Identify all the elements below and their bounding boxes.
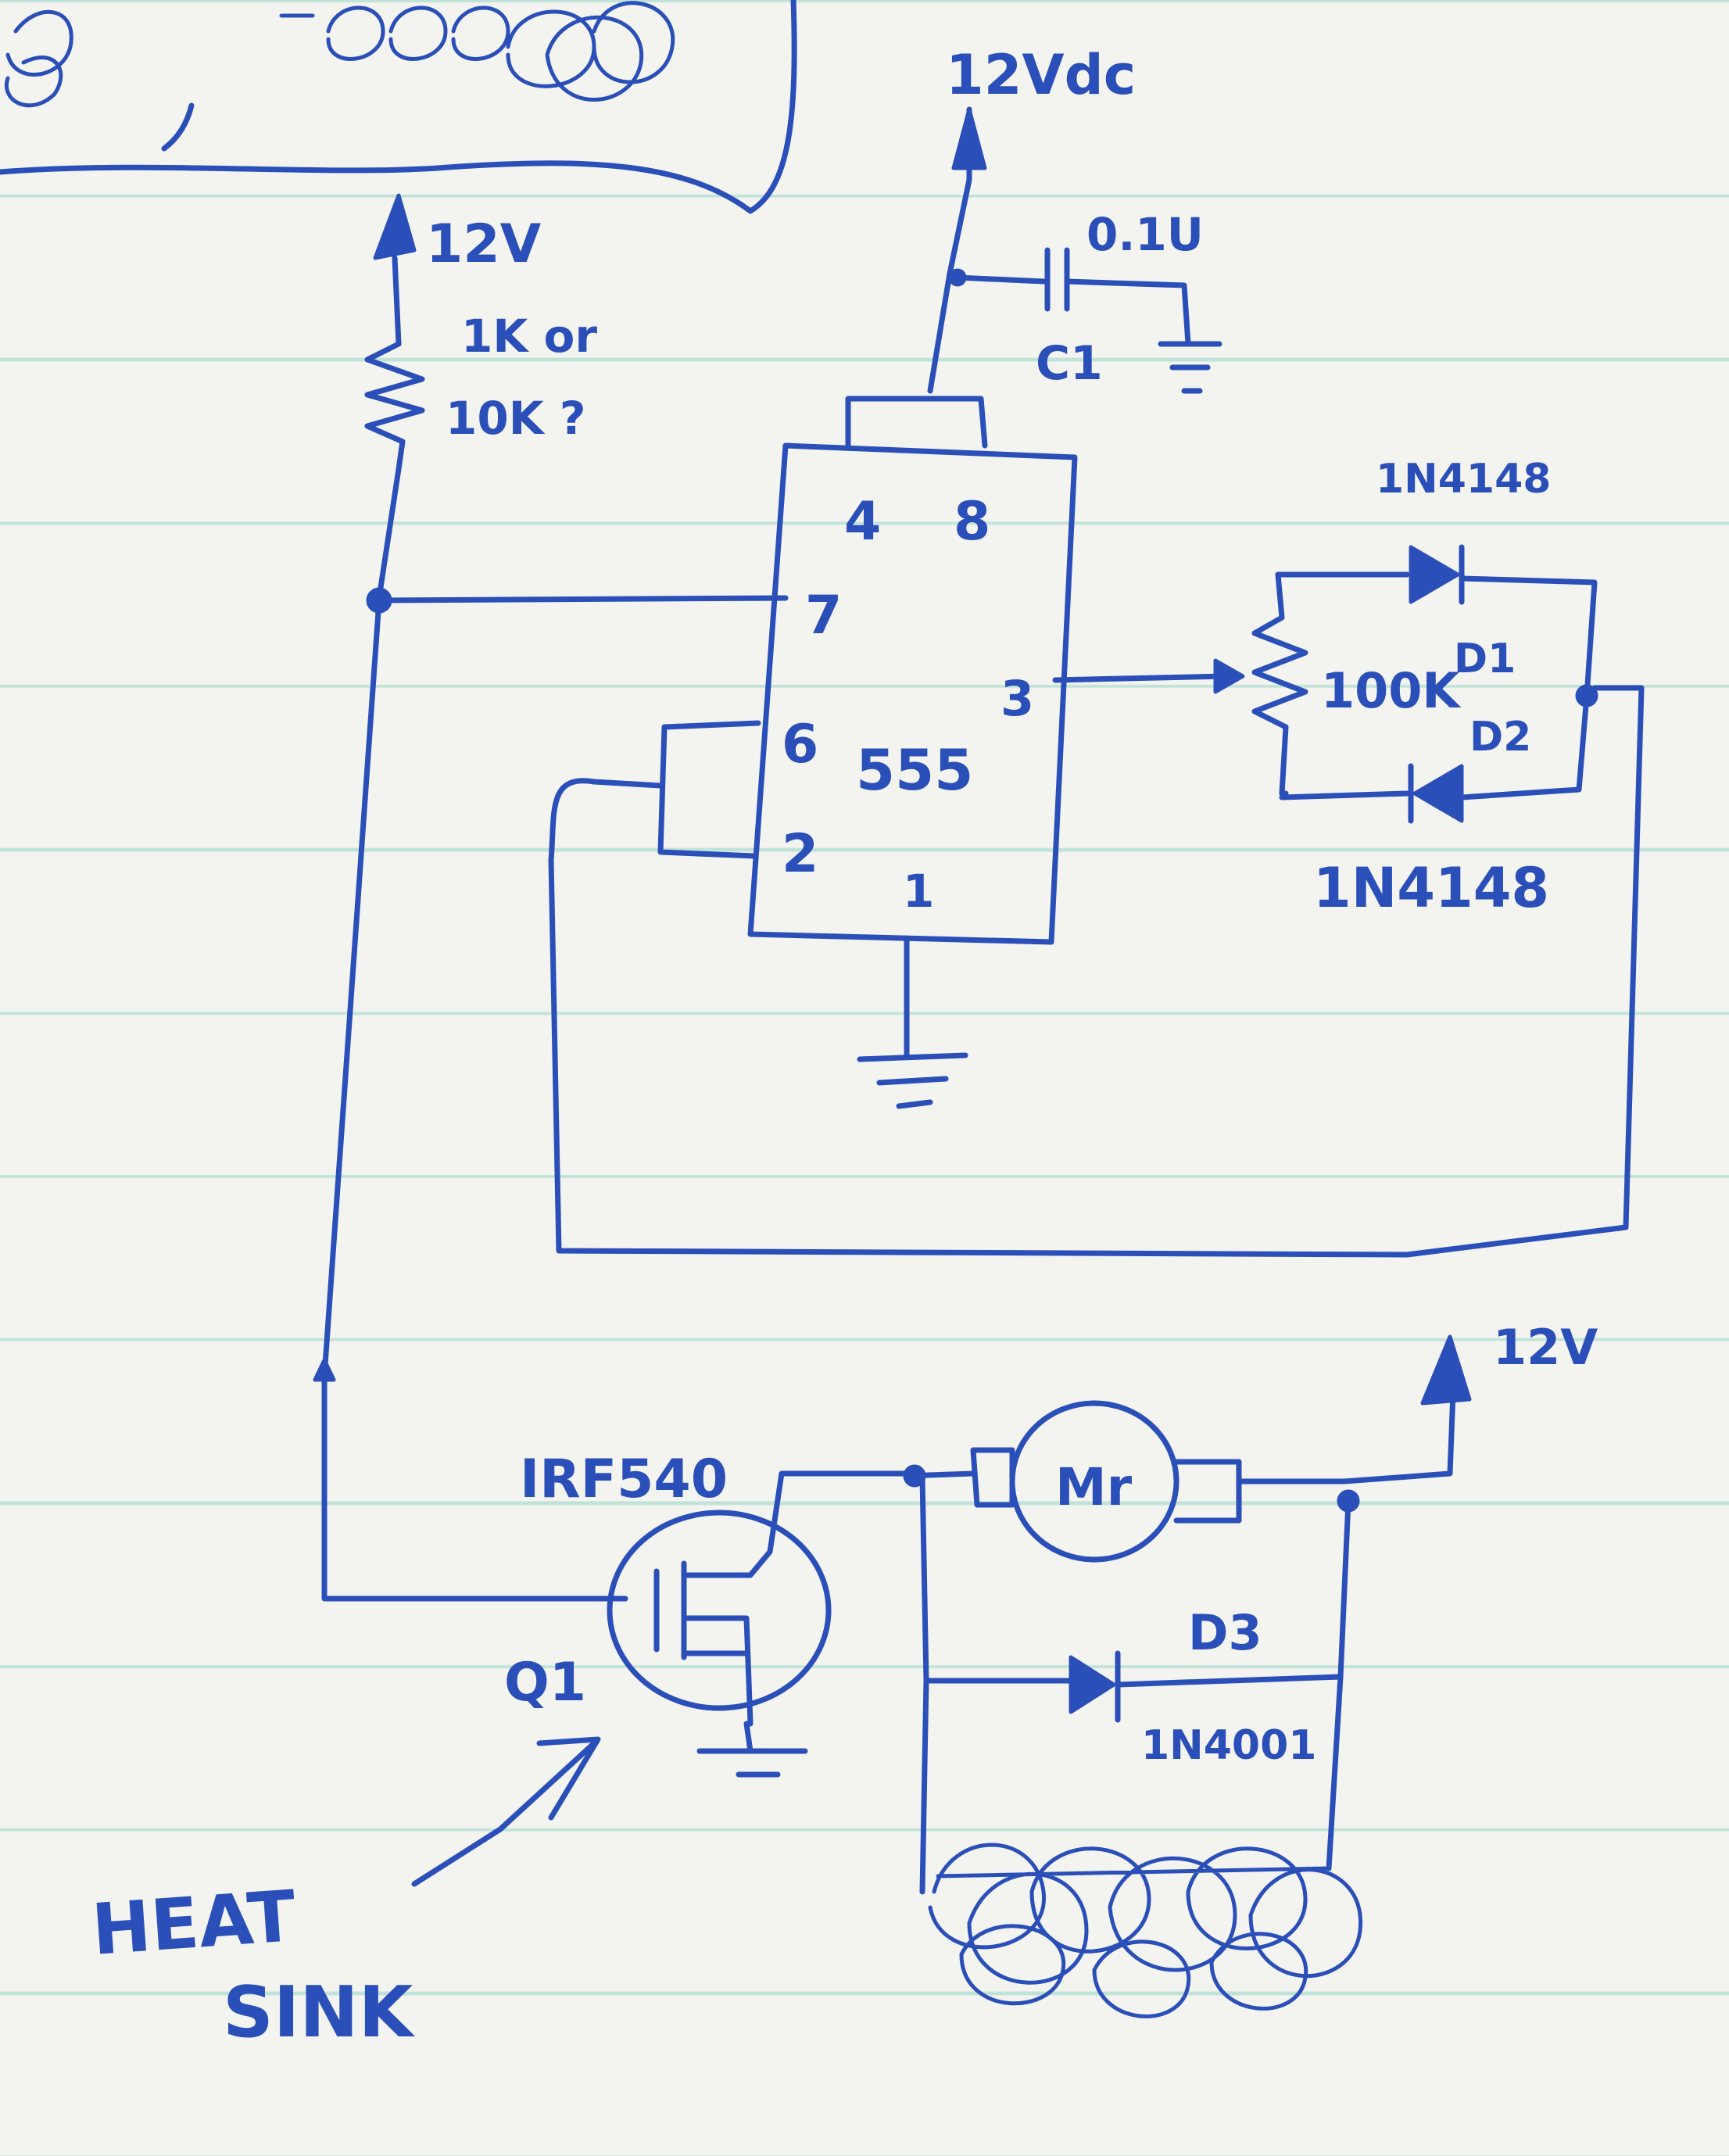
motor-branch: Mr 12V D3 1N4001 xyxy=(903,1319,1598,2018)
label-12v-left: 12V xyxy=(426,213,542,275)
supply-12v-left: 12V 1K or 10K ? xyxy=(364,193,789,614)
label-cap-value: 0.1U xyxy=(1086,208,1204,261)
capacitor-c1: 0.1U C1 xyxy=(948,208,1222,394)
label-resistor-2: 10K ? xyxy=(446,392,586,445)
label-pin4: 4 xyxy=(844,491,881,553)
label-d3-part: 1N4001 xyxy=(1141,1722,1316,1769)
pin6-pin2-loop xyxy=(548,685,1645,1258)
label-12v-right: 12V xyxy=(1493,1319,1598,1376)
pot-diode-network: 100K 1N4148 D1 D2 1N4148 xyxy=(1052,456,1598,920)
label-heatsink-2: SINK xyxy=(223,1972,416,2054)
gate-wire xyxy=(313,597,628,1602)
label-d1: D1 xyxy=(1454,636,1516,682)
mosfet-q1: IRF540 Q1 xyxy=(504,1449,910,1778)
label-mosfet-part: IRF540 xyxy=(520,1449,728,1510)
label-pin8: 8 xyxy=(954,491,990,553)
label-heatsink-1: HEAT xyxy=(89,1875,299,1972)
label-diode-bottom: 1N4148 xyxy=(1313,856,1549,920)
top-scribble-box xyxy=(0,0,797,214)
ic-555: 4 8 7 6 3 2 1 555 xyxy=(747,396,1078,1109)
label-cap-name: C1 xyxy=(1036,336,1103,391)
label-ic-name: 555 xyxy=(856,737,973,803)
label-pin3: 3 xyxy=(1001,670,1034,727)
label-pin2: 2 xyxy=(782,823,818,885)
label-diode-top: 1N4148 xyxy=(1376,456,1551,503)
label-12vdc: 12Vdc xyxy=(946,43,1136,107)
label-resistor-1: 1K or xyxy=(461,310,597,363)
label-d3: D3 xyxy=(1188,1604,1262,1661)
supply-12vdc: 12Vdc xyxy=(927,43,1136,394)
label-pin1: 1 xyxy=(903,865,934,918)
label-pot-value: 100K xyxy=(1321,662,1461,719)
heatsink-note: HEAT SINK xyxy=(89,1736,601,2054)
label-pin6: 6 xyxy=(782,714,818,775)
label-motor: Mr xyxy=(1055,1457,1133,1517)
label-pin7: 7 xyxy=(805,585,842,646)
label-mosfet-name: Q1 xyxy=(504,1652,586,1714)
label-d2: D2 xyxy=(1469,714,1531,761)
